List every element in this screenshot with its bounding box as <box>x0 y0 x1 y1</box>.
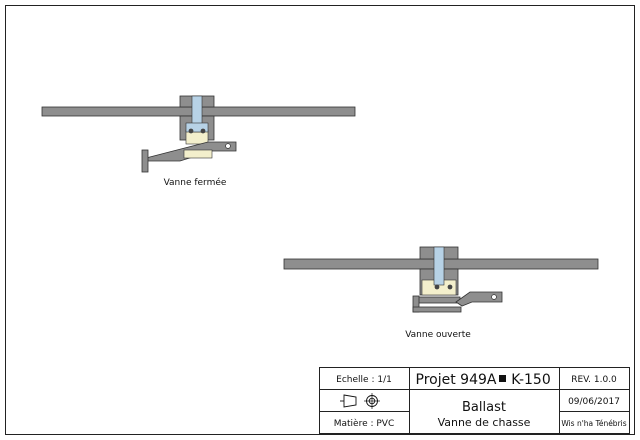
drawing-title: Ballast <box>462 400 506 415</box>
sheet-border <box>5 5 635 435</box>
open-seal-right <box>447 284 453 290</box>
title-block: Echelle : 1/1 Projet 949A K-150 REV. 1.0… <box>319 367 630 434</box>
closed-handle <box>141 149 149 173</box>
valve-closed-view: Vanne fermée <box>41 95 356 188</box>
closed-seal-left <box>188 128 194 134</box>
valve-open-view: Vanne ouverte <box>283 246 599 340</box>
open-lever-arm <box>455 291 503 307</box>
open-handle-base <box>412 306 462 313</box>
material-cell: Matière : PVC <box>334 418 395 429</box>
closed-label: Vanne fermée <box>164 177 227 188</box>
title-block-frame <box>319 367 630 434</box>
open-lower-plate <box>415 296 461 304</box>
closed-seal-right <box>200 128 206 134</box>
open-seal-left <box>434 284 440 290</box>
project-separator-square <box>499 375 506 382</box>
closed-water-cavity <box>185 122 209 133</box>
revision-cell: REV. 1.0.0 <box>571 375 617 385</box>
open-label: Vanne ouverte <box>405 330 471 340</box>
open-pivot-hole <box>491 294 497 300</box>
closed-lower-slot <box>183 149 213 159</box>
author-cell: Wis n'ha Ténébris <box>561 419 626 428</box>
open-water-channel <box>433 246 445 286</box>
project-suffix: K-150 <box>511 372 550 388</box>
scale-cell: Echelle : 1/1 <box>336 375 392 385</box>
drawing-subtitle: Vanne de chasse <box>438 416 531 429</box>
project-prefix: Projet 949A <box>416 372 497 388</box>
closed-pivot-hole <box>225 143 231 149</box>
projection-symbol-icon <box>340 393 380 409</box>
date-cell: 09/06/2017 <box>568 397 620 407</box>
